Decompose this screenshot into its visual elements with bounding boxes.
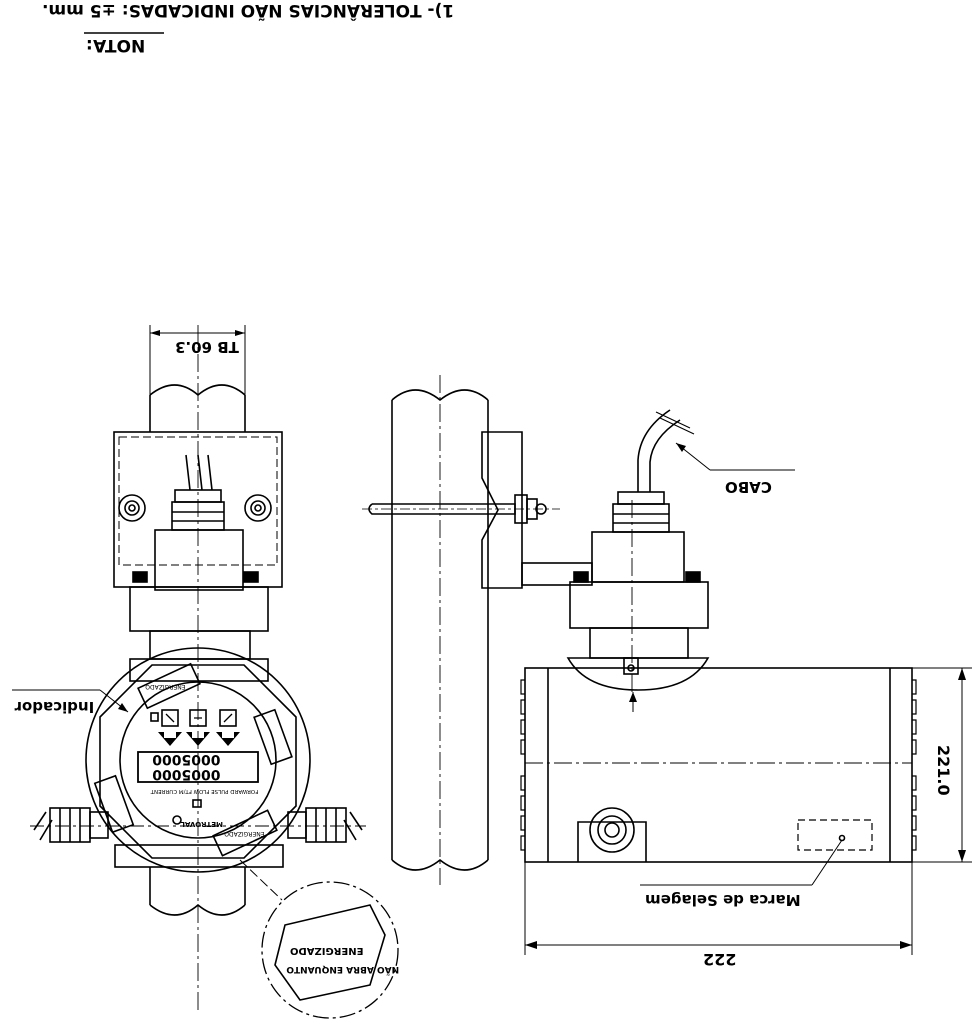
- cable-side: [637, 409, 695, 492]
- height-dimension: 221.0: [912, 667, 972, 863]
- bracket-bolt-right: [244, 494, 272, 522]
- brand-label: METROVAL: [180, 820, 223, 828]
- display-value-top: 0005000: [152, 766, 220, 782]
- seal-mark-label: Marca de Selagem: [645, 891, 801, 909]
- keypad-icons: [150, 709, 237, 727]
- lcd-display: [137, 751, 259, 783]
- warning-line-do-not-open: NÃO ABRA ENQUANTO: [286, 964, 399, 975]
- side-pipe-view: [362, 375, 593, 885]
- note-block: 1)- TOLERÂNCIAS NÃO INDICADAS: ±5 mm. NO…: [42, 0, 454, 55]
- pipe-upper: [149, 384, 246, 432]
- seal-mark-box: [797, 819, 873, 851]
- cable-label: CABO: [725, 478, 772, 496]
- front-view: TB 60.3: [12, 325, 399, 1019]
- bracket-bolt-left: [118, 494, 146, 522]
- indicator-callout: Indicador: [12, 689, 129, 716]
- meter-body: [520, 667, 917, 863]
- side-view: CABO: [520, 409, 972, 969]
- note-heading: NOTA:: [86, 35, 145, 55]
- note-line-1: 1)- TOLERÂNCIAS NÃO INDICADAS: ±5 mm.: [42, 0, 454, 23]
- indicator-housing: ENERGIZADO ENERGIZADO 0005000 0005000 FO…: [85, 647, 311, 873]
- housing-tag-c: ENERGIZADO: [224, 830, 264, 837]
- width-dimension: 222: [524, 862, 913, 969]
- display-value-bottom: 0005000: [152, 751, 220, 767]
- display-legend: FORWARD PULSE FLOW FT/M CURRENT: [150, 788, 258, 794]
- seal-mark-callout: Marca de Selagem: [640, 839, 843, 909]
- width-label: 222: [703, 950, 736, 969]
- warning-line-energized: ENERGIZADO: [290, 945, 363, 956]
- side-glands: [30, 807, 366, 843]
- cable-callout: CABO: [675, 442, 795, 496]
- warning-detail-bubble: ENERGIZADO NÃO ABRA ENQUANTO: [239, 859, 399, 1019]
- indicator-label: Indicador: [14, 698, 94, 716]
- housing-tag-a: ENERGIZADO: [145, 683, 185, 690]
- pipe-diameter-label: TB 60.3: [175, 338, 239, 356]
- down-arrow-icons: [158, 732, 240, 746]
- height-label: 221.0: [934, 745, 953, 796]
- pipe-diameter-dimension: TB 60.3: [149, 325, 246, 395]
